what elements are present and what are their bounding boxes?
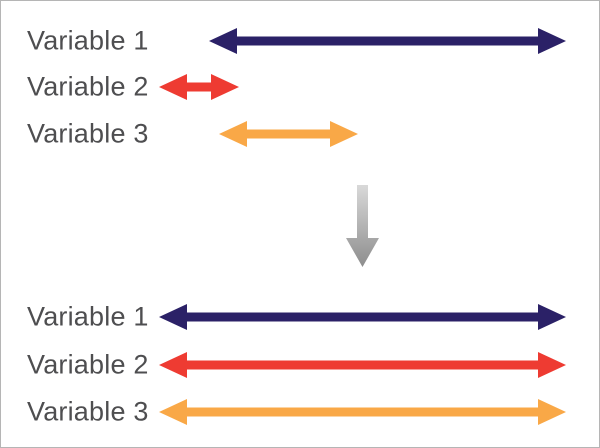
variable-1-label-original: Variable 1 — [27, 25, 149, 56]
variable-3-label-rescaled: Variable 3 — [27, 396, 149, 427]
variable-2-label-rescaled: Variable 2 — [27, 349, 149, 380]
variable-1-range-arrow-original — [209, 28, 566, 54]
variable-3-range-arrow-original — [219, 121, 358, 147]
variable-1-label-rescaled: Variable 1 — [27, 301, 149, 332]
variable-2-range-arrow-rescaled — [159, 352, 566, 378]
variable-2-label-original: Variable 2 — [27, 71, 149, 102]
variable-2-range-arrow-original — [159, 74, 239, 100]
variable-3-label-original: Variable 3 — [27, 118, 149, 149]
variable-1-range-arrow-rescaled — [159, 304, 566, 330]
transform-down-arrow-icon — [346, 185, 379, 267]
variable-3-range-arrow-rescaled — [159, 399, 566, 425]
